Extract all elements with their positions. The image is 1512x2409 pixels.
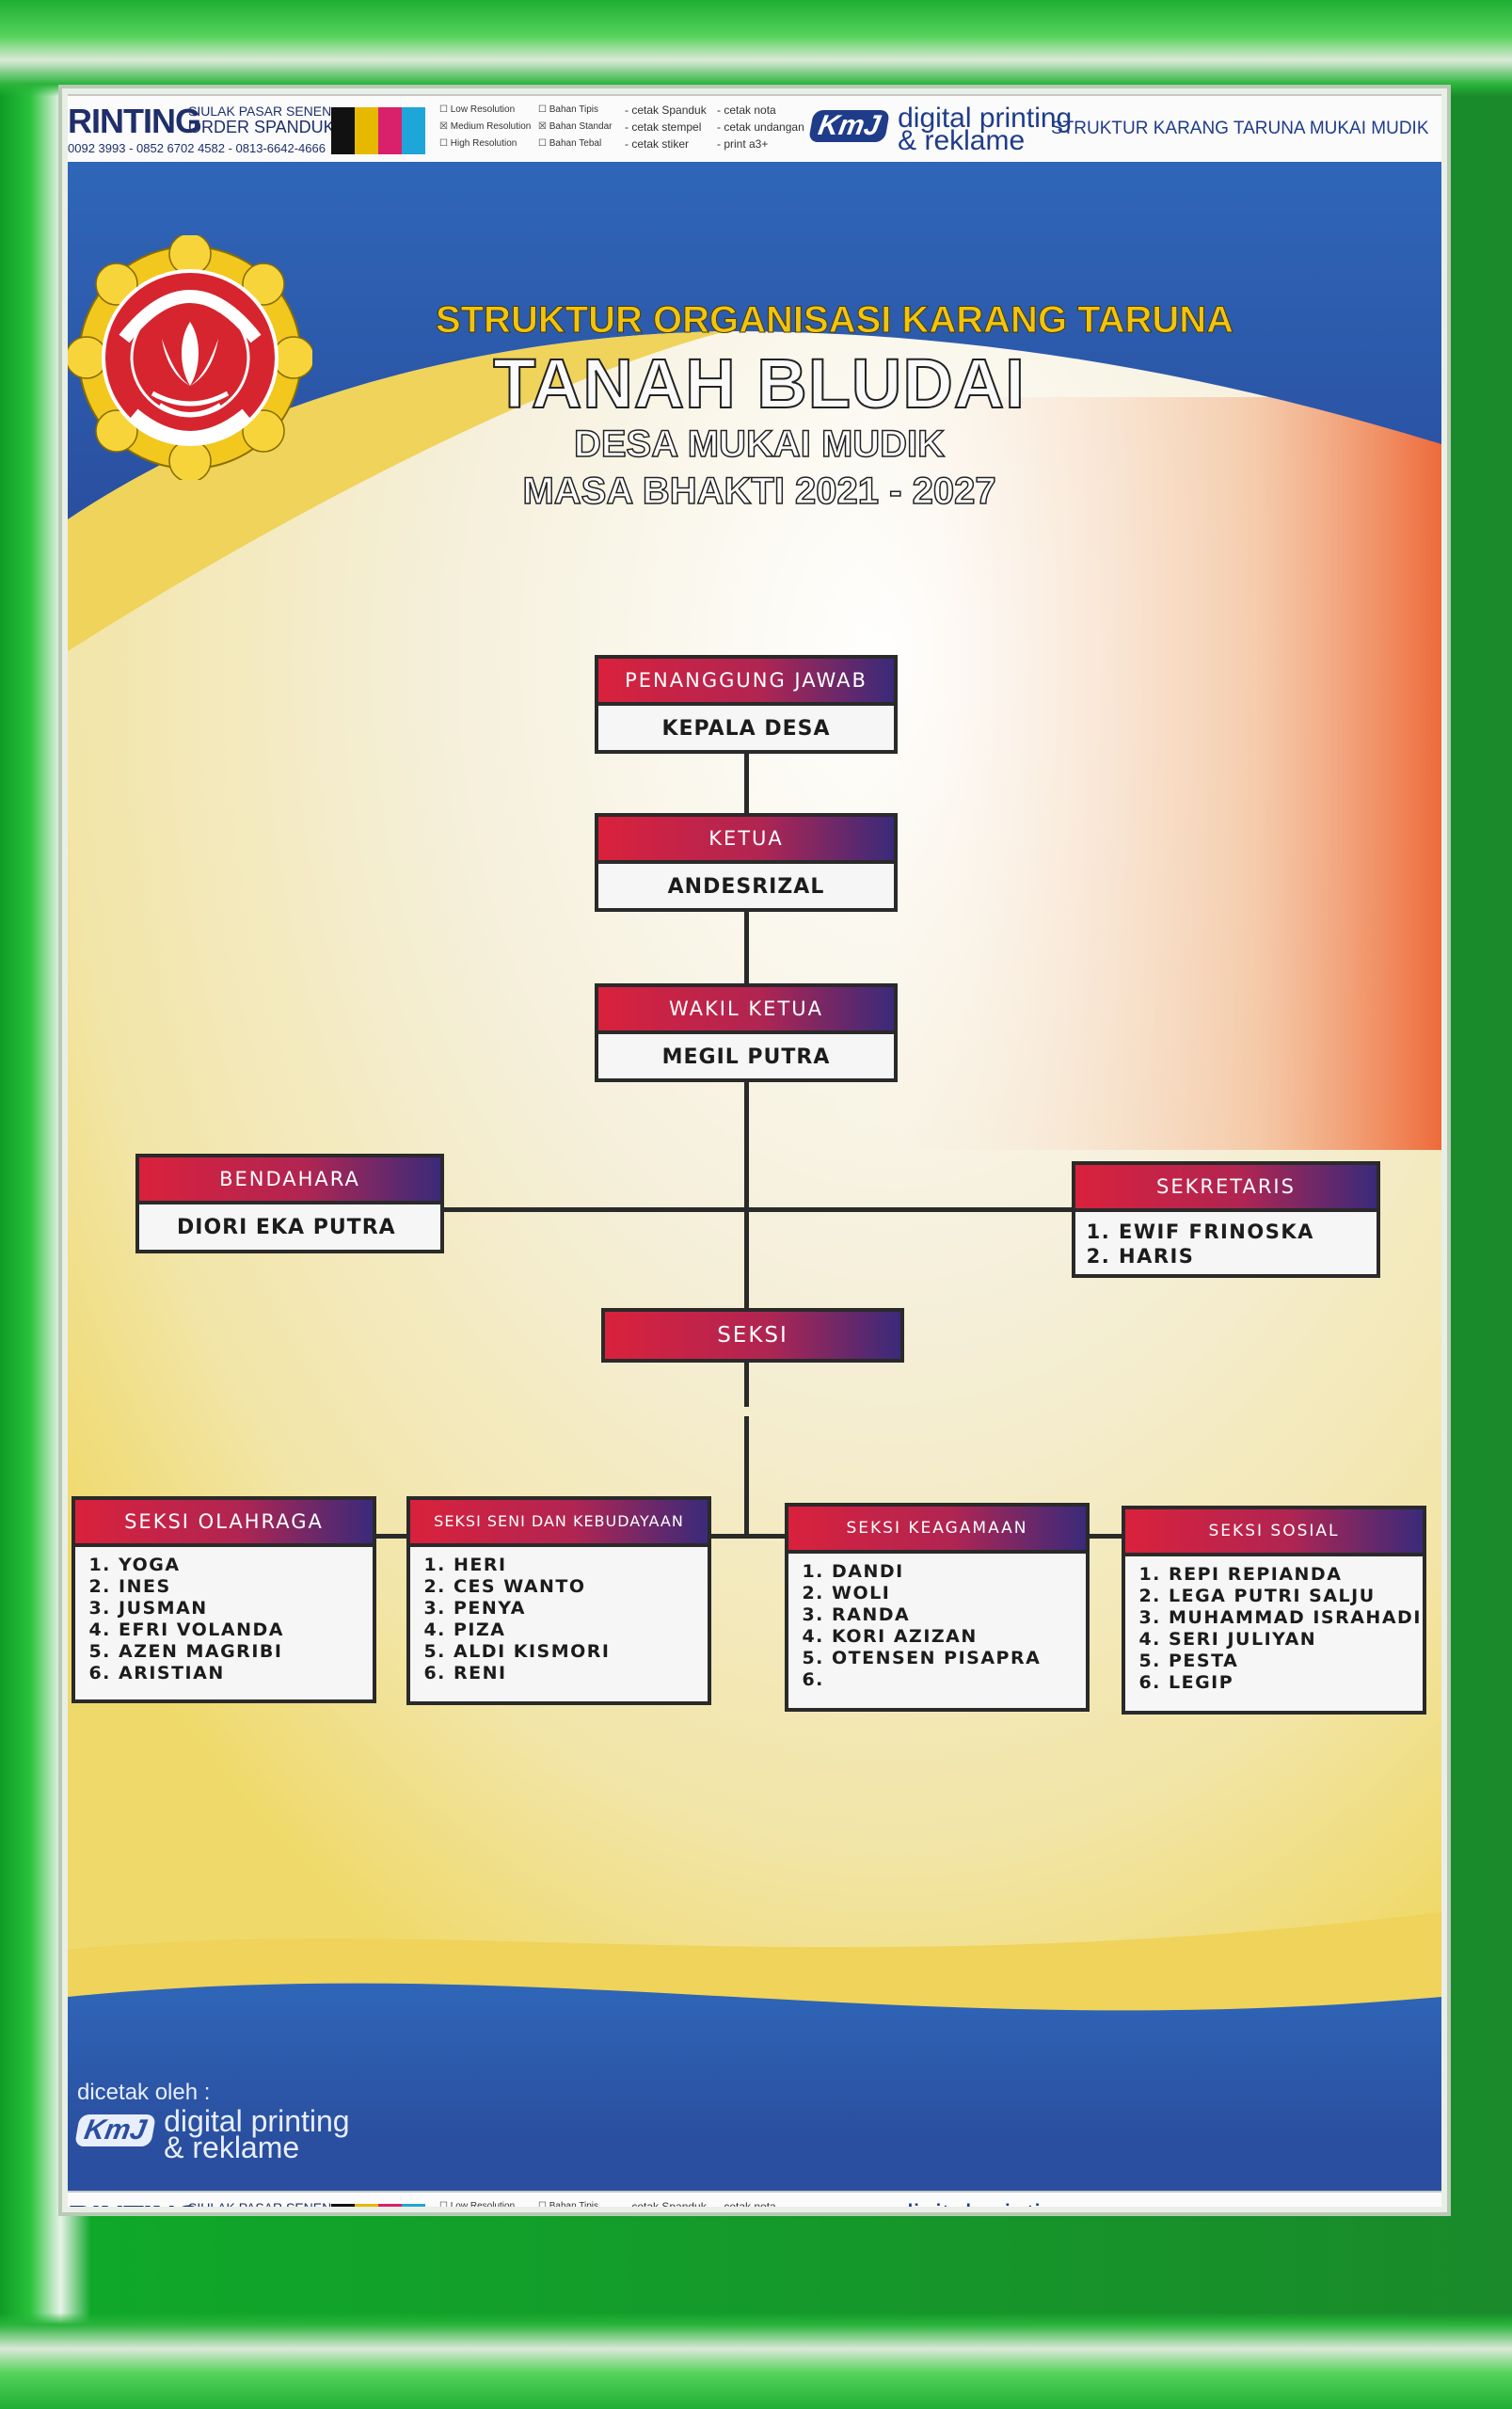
list-item: EFRI VOLANDA: [119, 1619, 373, 1641]
list-item: LEGA PUTRI SALJU: [1169, 1586, 1423, 1607]
resolution-options: ☐ Low Resolution ☒ Medium Resolution ☐ H…: [439, 2201, 516, 2207]
list-item: LEGIP: [1169, 1672, 1423, 1694]
services-b: - cetak nota - cetak undangan - print a3…: [717, 104, 804, 151]
list-item: YOGA: [119, 1555, 373, 1576]
list-item: AZEN MAGRIBI: [119, 1641, 373, 1663]
box-bendahara: BENDAHARA DIORI EKA PUTRA: [135, 1154, 444, 1253]
list-item: PESTA: [1169, 1651, 1423, 1672]
footer-strip: RINTING SIULAK PASAR SENEN ORDER SPANDUK…: [68, 2191, 1441, 2207]
address-label: SIULAK PASAR SENEN: [188, 2200, 331, 2207]
karang-taruna-emblem: [68, 235, 312, 480]
kmj-logo-mark: KmJ: [808, 2206, 891, 2207]
list-item: MUHAMMAD ISRAHADI: [1169, 1607, 1423, 1629]
title-line-4: MASA BHAKTI 2021 - 2027: [522, 470, 997, 513]
strip-title: STRUKTUR KARANG TARUNA MUKAI MUDIK: [1051, 119, 1429, 138]
list-item: RANDA: [832, 1604, 1086, 1626]
role-label: BENDAHARA: [139, 1157, 440, 1204]
swatch-magenta: [378, 107, 402, 154]
role-label: WAKIL KETUA: [598, 987, 894, 1034]
title-line-1: STRUKTUR ORGANISASI KARANG TARUNA: [435, 299, 1234, 342]
color-swatches: [331, 2204, 425, 2207]
member-name: KEPALA DESA: [661, 717, 831, 741]
printed-by-brand: KmJ digital printing & reklame: [74, 2104, 350, 2164]
brand-text: digital printing & reklame: [898, 2201, 1072, 2208]
role-label: PENANGGUNG JAWAB: [598, 659, 894, 706]
printing-label: RINTING: [68, 2198, 201, 2207]
role-label: SEKSI: [605, 1312, 900, 1359]
list-item: ARISTIAN: [119, 1663, 373, 1684]
connector-bendahara-sekretaris: [199, 1207, 1178, 1212]
connector-seksi-horizontal: [190, 1534, 1281, 1539]
list-item: EWIF FRINOSKA: [1119, 1220, 1377, 1244]
box-seksi-keagamaan: SEKSI KEAGAMAAN DANDI WOLI RANDA KORI AZ…: [785, 1503, 1090, 1712]
printing-label: RINTING: [68, 102, 201, 140]
material-options: ☐ Bahan Tipis ☒ Bahan Standar ☐ Bahan Te…: [538, 104, 613, 149]
role-label: SEKSI SENI DAN KEBUDAYAAN: [410, 1500, 708, 1547]
list-item: HERI: [454, 1555, 708, 1576]
list-item: KORI AZIZAN: [832, 1626, 1086, 1648]
title-line-3: DESA MUKAI MUDIK: [573, 423, 946, 466]
brand-text: digital printing & reklame: [164, 2104, 350, 2164]
role-label: SEKSI KEAGAMAAN: [788, 1507, 1086, 1554]
services-b: - cetak nota - cetak undangan - print a3…: [717, 2200, 776, 2207]
background-art: [68, 162, 1441, 2138]
list-item: INES: [119, 1576, 373, 1598]
box-ketua: KETUA ANDESRIZAL: [595, 813, 898, 912]
box-seksi-sosial: SEKSI SOSIAL REPI REPIANDA LEGA PUTRI SA…: [1122, 1506, 1426, 1715]
list-item: ALDI KISMORI: [454, 1641, 708, 1663]
brand-logo: KmJ digital printing & reklame: [808, 2201, 1072, 2208]
list-item: [832, 1669, 1086, 1691]
member-name: DIORI EKA PUTRA: [177, 1216, 396, 1239]
address-label: SIULAK PASAR SENEN: [188, 104, 332, 119]
swatch-black: [331, 107, 355, 154]
box-penanggung-jawab: PENANGGUNG JAWAB KEPALA DESA: [595, 655, 898, 754]
swatch-cyan: [402, 107, 425, 154]
list-item: DANDI: [832, 1561, 1086, 1583]
list-item: JUSMAN: [119, 1598, 373, 1619]
list-item: REPI REPIANDA: [1169, 1564, 1423, 1586]
box-seksi-seni: SEKSI SENI DAN KEBUDAYAAN HERI CES WANTO…: [406, 1496, 711, 1705]
role-label: SEKRETARIS: [1075, 1165, 1377, 1212]
role-label: SEKSI OLAHRAGA: [75, 1500, 373, 1547]
list-item: WOLI: [832, 1583, 1086, 1604]
kmj-logo-mark: KmJ: [74, 2114, 157, 2146]
material-options: ☐ Bahan Tipis ☒ Bahan Standar ☐ Bahan Te…: [538, 2201, 599, 2207]
brand-text: digital printing & reklame: [898, 103, 1073, 156]
box-seksi: SEKSI: [601, 1308, 904, 1363]
phone-numbers: 0092 3993 - 0852 6702 4582 - 0813-6642-4…: [68, 141, 326, 155]
title-line-2: TANAH BLUDAI: [492, 343, 1026, 423]
role-label: SEKSI SOSIAL: [1125, 1509, 1423, 1556]
services-a: - cetak Spanduk - cetak stempel - cetak …: [625, 2200, 707, 2207]
resolution-options: ☐ Low Resolution ☒ Medium Resolution ☐ H…: [439, 104, 532, 149]
header-strip: RINTING SIULAK PASAR SENEN ORDER SPANDUK…: [68, 94, 1441, 166]
member-name: MEGIL PUTRA: [661, 1045, 831, 1069]
member-name: ANDESRIZAL: [667, 875, 825, 899]
list-item: OTENSEN PISAPRA: [832, 1648, 1086, 1669]
printed-by-label: dicetak oleh :: [77, 2080, 211, 2105]
connector-seksi-down: [744, 1416, 749, 1539]
brand-logo: KmJ digital printing & reklame: [808, 103, 1073, 164]
list-item: HARIS: [1119, 1244, 1377, 1268]
color-swatches: [331, 107, 425, 154]
swatch-yellow: [355, 107, 378, 154]
role-label: KETUA: [598, 817, 894, 864]
order-label: ORDER SPANDUK: [188, 118, 335, 136]
kmj-logo-mark: KmJ: [808, 109, 891, 142]
box-seksi-olahraga: SEKSI OLAHRAGA YOGA INES JUSMAN EFRI VOL…: [72, 1496, 376, 1703]
list-item: SERI JULIYAN: [1169, 1629, 1423, 1651]
box-sekretaris: SEKRETARIS EWIF FRINOSKA HARIS: [1072, 1161, 1380, 1278]
list-item: RENI: [454, 1663, 708, 1684]
list-item: PENYA: [454, 1598, 708, 1619]
poster: RINTING SIULAK PASAR SENEN ORDER SPANDUK…: [68, 94, 1441, 2207]
services-a: - cetak Spanduk - cetak stempel - cetak …: [625, 104, 707, 151]
box-wakil-ketua: WAKIL KETUA MEGIL PUTRA: [595, 983, 898, 1082]
list-item: PIZA: [454, 1619, 708, 1641]
list-item: CES WANTO: [454, 1576, 708, 1598]
